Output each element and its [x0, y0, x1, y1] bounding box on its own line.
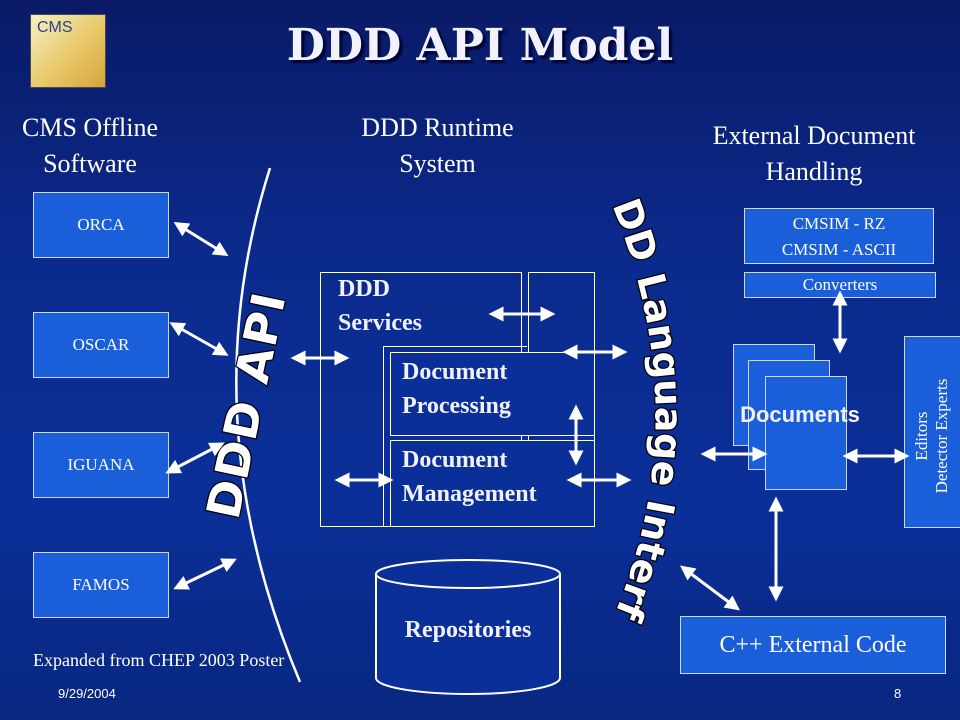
svg-text:DDD API: DDD API [196, 286, 297, 523]
ddd-api-label: DDD API [195, 285, 298, 525]
heading-offline-software: CMS Offline Software [0, 110, 180, 182]
ddd-services-line1: DDD [338, 276, 390, 302]
document-management-line1: Document [402, 447, 508, 473]
arrow-oscar-api [169, 322, 229, 356]
editors-box [904, 336, 960, 528]
document-processing-label: Document Processing [402, 355, 592, 423]
heading-external-handling: External Document Handling [680, 118, 948, 190]
heading-offline-line1: CMS Offline [21, 113, 159, 142]
footer-date: 9/29/2004 [58, 686, 116, 701]
repositories-label: Repositories [404, 617, 532, 643]
dd-language-interface-label: DD Language Interface [0, 0, 692, 628]
document-management-box [390, 440, 595, 527]
document-management-label: Document Management [402, 443, 592, 511]
ddd-services-label: DDD Services [338, 272, 518, 340]
cmsim-rz-label: CMSIM - RZ [792, 214, 886, 233]
app-box-famos: FAMOS [33, 552, 169, 618]
cpp-external-code-box: C++ External Code [680, 616, 946, 674]
arrow-famos-api [173, 558, 237, 590]
ddd-services-line2: Services [338, 310, 422, 336]
heading-runtime-line1: DDD Runtime [361, 113, 514, 142]
cmsim-formats-box: CMSIM - RZ CMSIM - ASCII [744, 208, 934, 264]
document-management-line2: Management [402, 481, 537, 507]
documents-label: Documents [740, 402, 860, 427]
arrow-interface-cpp [680, 565, 740, 611]
heading-runtime-line2: System [399, 149, 476, 178]
repositories-cylinder-icon [375, 559, 561, 695]
heading-external-line2: Handling [765, 157, 863, 186]
slide-title: DDD API Model [286, 20, 674, 71]
arrow-iguana-api [165, 442, 225, 474]
cmsim-ascii-label: CMSIM - ASCII [781, 240, 897, 259]
document-processing-line1: Document [402, 359, 508, 385]
app-box-iguana: IGUANA [33, 432, 169, 498]
document-processing-line2: Processing [402, 393, 511, 419]
app-box-oscar: OSCAR [33, 312, 169, 378]
document-processing-box [390, 352, 595, 436]
services-inner-frame [383, 346, 527, 527]
app-box-orca: ORCA [33, 192, 169, 258]
cms-logo-text: CMS [37, 19, 73, 36]
cms-logo: CMS [30, 14, 106, 88]
footer-page-number: 8 [894, 686, 902, 701]
heading-external-line1: External Document [712, 121, 916, 150]
api-boundary-curve [235, 167, 302, 683]
document-sheet-front [765, 376, 847, 490]
heading-runtime-system: DDD Runtime System [330, 110, 545, 182]
caption-text: Expanded from CHEP 2003 Poster [33, 650, 285, 670]
heading-offline-line2: Software [43, 149, 137, 178]
arrow-orca-api [173, 222, 229, 256]
